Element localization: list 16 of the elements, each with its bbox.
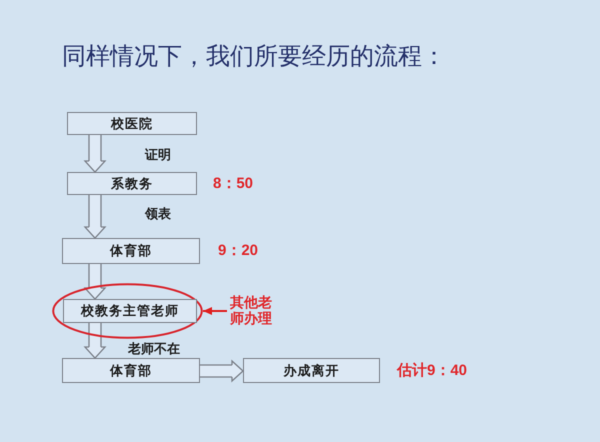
edge-label: 证明 [145,147,171,162]
highlight-ellipse [52,283,203,339]
arrow [203,307,227,315]
edge-label: 老师不在 [128,341,180,356]
process-box: 办成离开 [243,358,380,383]
process-box: 校教务主管老师 [63,299,197,323]
edge-label: 领表 [145,206,171,221]
process-box: 体育部 [62,358,200,383]
process-box: 系教务 [67,172,197,195]
time-note: 估计9：40 [397,362,468,380]
annotation-text: 其他老师办理 [227,294,277,328]
process-box: 校医院 [67,112,197,135]
time-note: 9：20 [218,242,258,260]
process-box: 体育部 [62,238,200,264]
title: 同样情况下，我们所要经历的流程： [62,42,446,72]
time-note: 8：50 [213,174,254,192]
